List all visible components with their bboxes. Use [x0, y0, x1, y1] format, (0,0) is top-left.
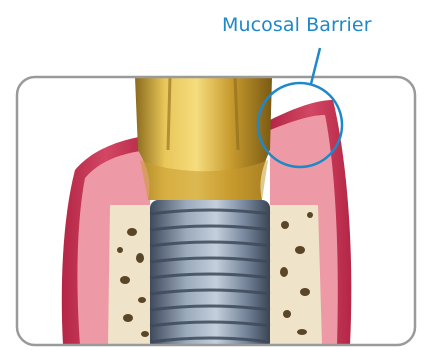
bone-right: [270, 205, 322, 345]
abutment-groove-1: [168, 77, 170, 150]
bone-left: [108, 205, 150, 345]
illustration-content: [17, 77, 415, 350]
